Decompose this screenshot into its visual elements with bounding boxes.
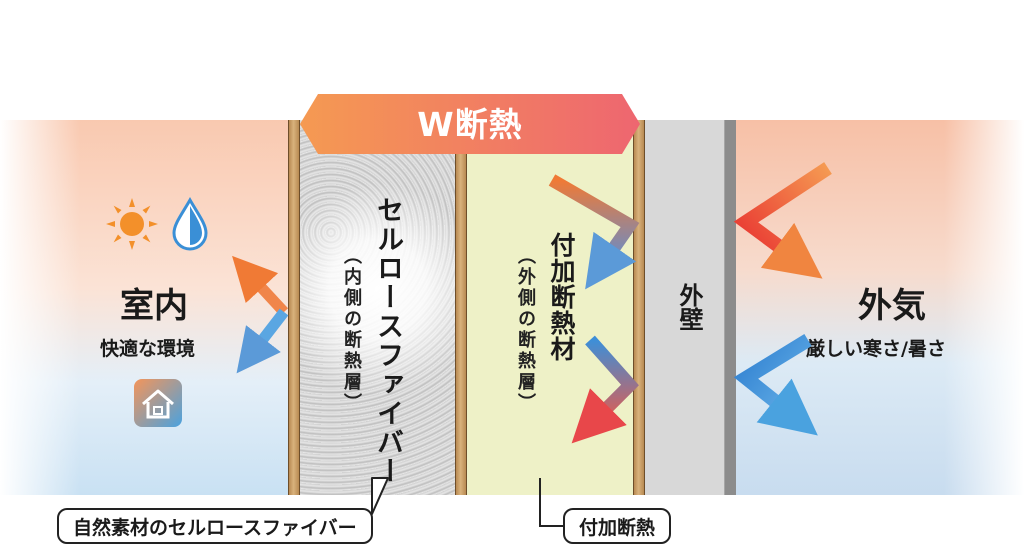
outdoor-fade <box>944 120 1024 495</box>
outdoor-title: 外気 <box>858 286 926 326</box>
outdoor-subtitle: 厳しい寒さ/暑さ <box>806 338 946 360</box>
house-icon <box>134 379 182 427</box>
water-drop-icon <box>172 196 208 251</box>
wood-stud-inner <box>288 120 300 495</box>
additional-insulation-title: 付加断熱材 <box>547 232 576 362</box>
cellulose-title: セルロースファイバー <box>372 196 403 486</box>
indoor-subtitle: 快適な環境 <box>100 338 196 360</box>
w-insulation-banner <box>300 94 640 154</box>
indoor-title: 室内 <box>120 286 188 326</box>
exterior-wall-edge <box>725 120 736 495</box>
banner-title: W断熱 <box>417 105 523 144</box>
exterior-wall-title: 外壁 <box>675 283 703 331</box>
indoor-fade <box>0 120 80 495</box>
wood-stud-middle <box>455 120 467 495</box>
wood-stud-outer <box>633 120 645 495</box>
additional-insulation-callout: 付加断熱 <box>563 508 672 544</box>
cellulose-layer <box>300 120 455 495</box>
additional-insulation-subtitle: （外側の断熱層） <box>515 246 536 414</box>
cellulose-subtitle: （内側の断熱層） <box>341 246 362 414</box>
exterior-wall-layer <box>645 120 725 495</box>
cellulose-callout: 自然素材のセルロースファイバー <box>57 508 373 544</box>
sun-icon <box>106 198 158 250</box>
